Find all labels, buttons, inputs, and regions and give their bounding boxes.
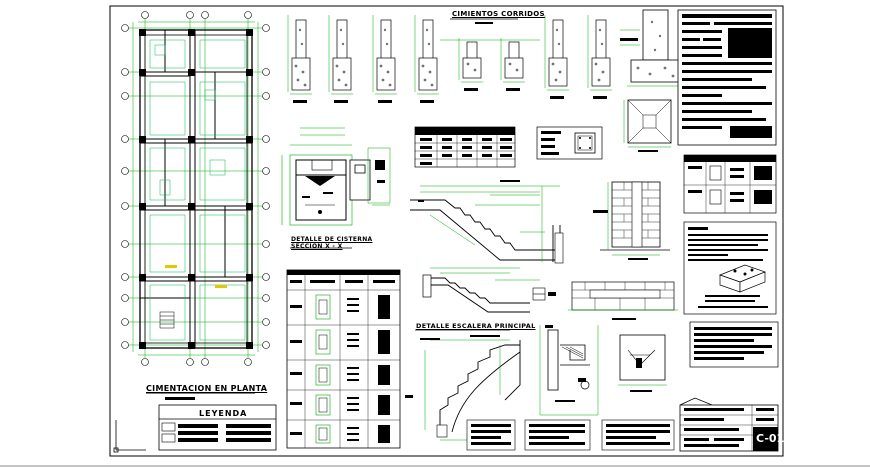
- bottom-notes: [466, 419, 675, 451]
- title-block: [679, 397, 779, 452]
- wall-schedule-table: [286, 269, 401, 449]
- small-column-detail: [618, 334, 667, 392]
- brick-wall-detail: [593, 181, 670, 260]
- column-footing-detail: [620, 9, 684, 87]
- spec-note-box: [689, 321, 779, 368]
- plan-title: CIMENTACION EN PLANTA: [146, 384, 268, 393]
- sheet-code: C-01: [756, 432, 785, 445]
- stair-section-b: [422, 267, 556, 313]
- cistern-detail: [281, 127, 391, 249]
- stair-section-a: [410, 180, 564, 264]
- general-notes-block: [677, 9, 777, 146]
- foundation-sections: [287, 15, 612, 103]
- legend-title: LEYENDA: [199, 409, 248, 418]
- footing-schedule-table: [414, 126, 516, 168]
- sections-title: CIMIENTOS CORRIDOS: [452, 10, 545, 18]
- sheet-border: [109, 5, 784, 457]
- legend-box: [158, 404, 277, 451]
- principal-stair-detail: [405, 329, 521, 441]
- cistern-title: DETALLE DE CISTERNA: [291, 236, 373, 243]
- footing-plan-detail: [623, 99, 672, 152]
- ucs-axis-icon: [113, 420, 146, 453]
- stair-title: DETALLE ESCALERA PRINCIPAL: [416, 322, 536, 330]
- cistern-section-title: SECCION X - X: [291, 243, 343, 250]
- notes-block-right: [683, 221, 777, 315]
- foundation-plan: [121, 11, 270, 400]
- beam-detail: [568, 281, 678, 320]
- column-section-box: [536, 126, 603, 160]
- stair-detail-box: [539, 325, 599, 416]
- column-schedule-table: [683, 154, 777, 214]
